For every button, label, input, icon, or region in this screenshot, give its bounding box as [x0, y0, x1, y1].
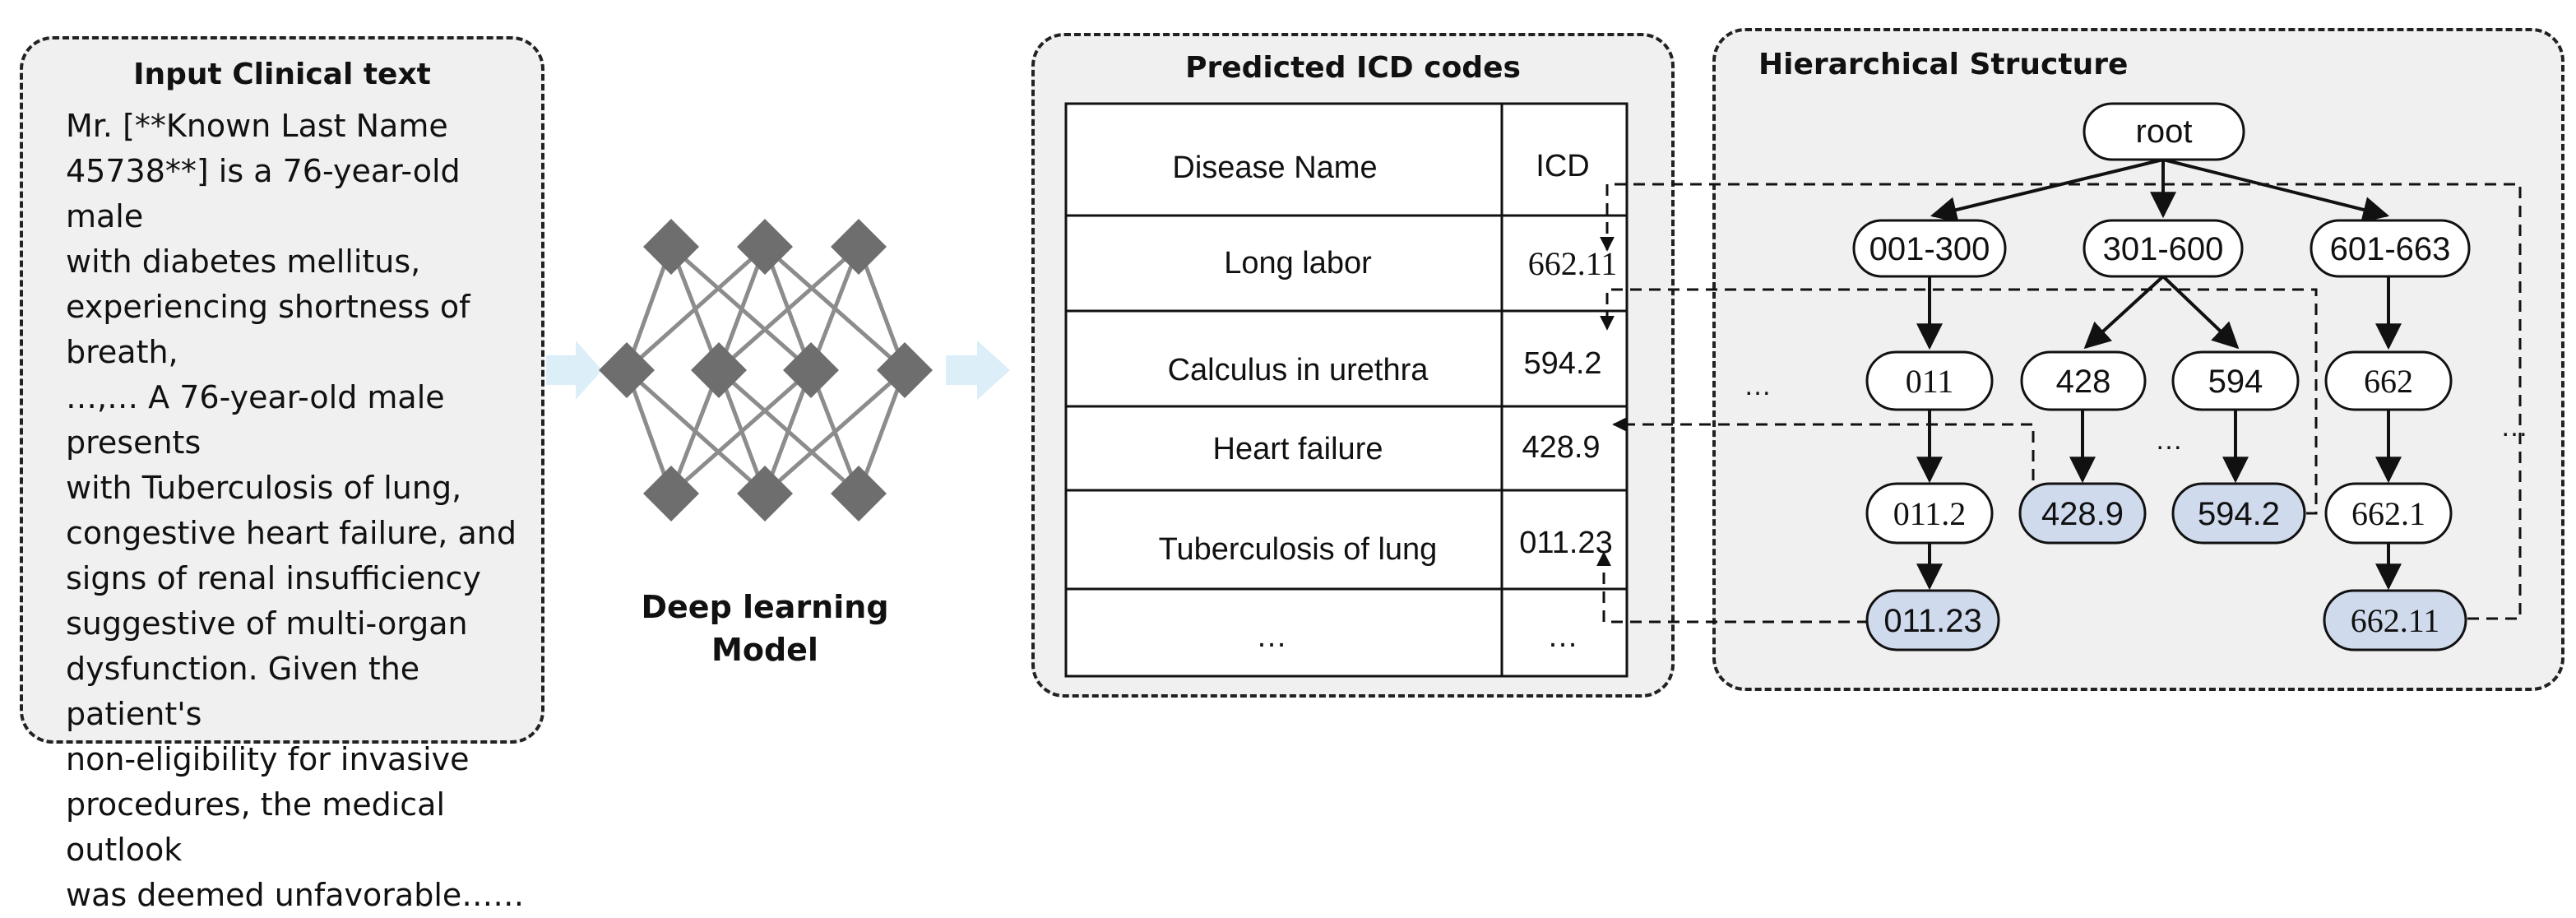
- node-594-label: 594: [2208, 364, 2263, 400]
- flow-arrow-right: [946, 341, 1010, 400]
- network-node: [877, 342, 933, 398]
- mapping-arrows: [1596, 183, 2522, 624]
- table-row-code: 011.23: [1519, 526, 1612, 560]
- node-011-23: 011.23: [1865, 589, 2000, 651]
- network-edge: [716, 369, 767, 494]
- hierarchy-nodes: root 001-300 301-600 601-663 011 428 594: [1852, 102, 2471, 651]
- diagram-overlay: Disease Name ICD Long labor 662.11 Calcu…: [546, 102, 2528, 678]
- node-601-663: 601-663: [2310, 219, 2471, 278]
- table-row-name: Heart failure: [1213, 432, 1383, 466]
- node-r3-label: 601-663: [2330, 231, 2451, 267]
- hierarchy-edges: [1916, 158, 2402, 591]
- icd-table: Disease Name ICD Long labor 662.11 Calcu…: [1064, 102, 1629, 678]
- network-edge: [717, 369, 860, 495]
- table-row-code: …: [1547, 619, 1578, 654]
- model-label: Deep learning Model: [625, 586, 905, 671]
- network-edge: [808, 246, 861, 371]
- neural-network-icon: [599, 219, 933, 522]
- table-row-name: …: [1256, 619, 1287, 654]
- network-node: [831, 219, 887, 275]
- node-428-9: 428.9: [2018, 482, 2147, 545]
- network-node: [831, 466, 887, 522]
- node-594: 594: [2171, 350, 2300, 411]
- input-panel-title: Input Clinical text: [133, 58, 431, 91]
- table-row-code: 428.9: [1522, 430, 1600, 465]
- node-011: 011: [1865, 350, 1994, 411]
- node-r2-label: 301-600: [2103, 231, 2224, 267]
- network-edge: [856, 246, 907, 371]
- node-01123-label: 011.23: [1883, 603, 1981, 639]
- network-node: [643, 219, 699, 275]
- node-r1-label: 001-300: [1869, 231, 1990, 267]
- node-011-label: 011: [1906, 363, 1954, 400]
- table-header-code: ICD: [1536, 149, 1589, 183]
- node-001-300: 001-300: [1852, 219, 2007, 278]
- node-662: 662: [2324, 350, 2453, 411]
- node-4289-label: 428.9: [2041, 496, 2124, 532]
- table-row-code: 662.11: [1528, 245, 1618, 282]
- node-5942-label: 594.2: [2198, 496, 2280, 532]
- hierarchy-ellipsis-left: …: [1744, 370, 1772, 401]
- hierarchy-ellipsis-mid: …: [2155, 424, 2183, 456]
- node-428: 428: [2020, 350, 2147, 411]
- network-node: [783, 342, 839, 398]
- node-0112-label: 011.2: [1893, 495, 1967, 532]
- table-row-name: Tuberculosis of lung: [1159, 532, 1438, 567]
- network-node: [691, 342, 747, 398]
- network-edge: [856, 369, 907, 494]
- flow-arrow-left: [546, 341, 602, 400]
- network-edge: [625, 245, 767, 372]
- node-301-600: 301-600: [2083, 219, 2244, 278]
- network-edge: [716, 246, 767, 371]
- node-6621-label: 662.1: [2351, 495, 2425, 532]
- model-label-line1: Deep learning: [641, 589, 889, 625]
- network-edge: [625, 369, 767, 495]
- table-header-name: Disease Name: [1172, 151, 1377, 185]
- node-66211-label: 662.11: [2351, 602, 2440, 639]
- network-node: [737, 219, 793, 275]
- node-root-label: root: [2136, 114, 2193, 150]
- network-node: [599, 342, 655, 398]
- table-row-code: 594.2: [1523, 346, 1601, 381]
- node-594-2: 594.2: [2171, 482, 2306, 545]
- node-662-1: 662.1: [2324, 482, 2453, 545]
- network-edge: [717, 245, 860, 372]
- hierarchy-ellipsis-right: …: [2500, 411, 2528, 443]
- node-662-11: 662.11: [2323, 589, 2467, 651]
- network-node: [643, 466, 699, 522]
- node-662-label: 662: [2364, 363, 2413, 400]
- icd-panel-title: Predicted ICD codes: [1185, 51, 1521, 85]
- network-node: [737, 466, 793, 522]
- model-label-line2: Model: [711, 632, 818, 668]
- node-428-label: 428: [2056, 364, 2111, 400]
- node-011-2: 011.2: [1865, 482, 1994, 545]
- hierarchy-panel-title: Hierarchical Structure: [1758, 48, 2129, 81]
- node-root: root: [2083, 102, 2245, 161]
- network-edge: [808, 369, 861, 494]
- table-row-name: Calculus in urethra: [1168, 353, 1429, 387]
- table-row-name: Long labor: [1224, 246, 1372, 280]
